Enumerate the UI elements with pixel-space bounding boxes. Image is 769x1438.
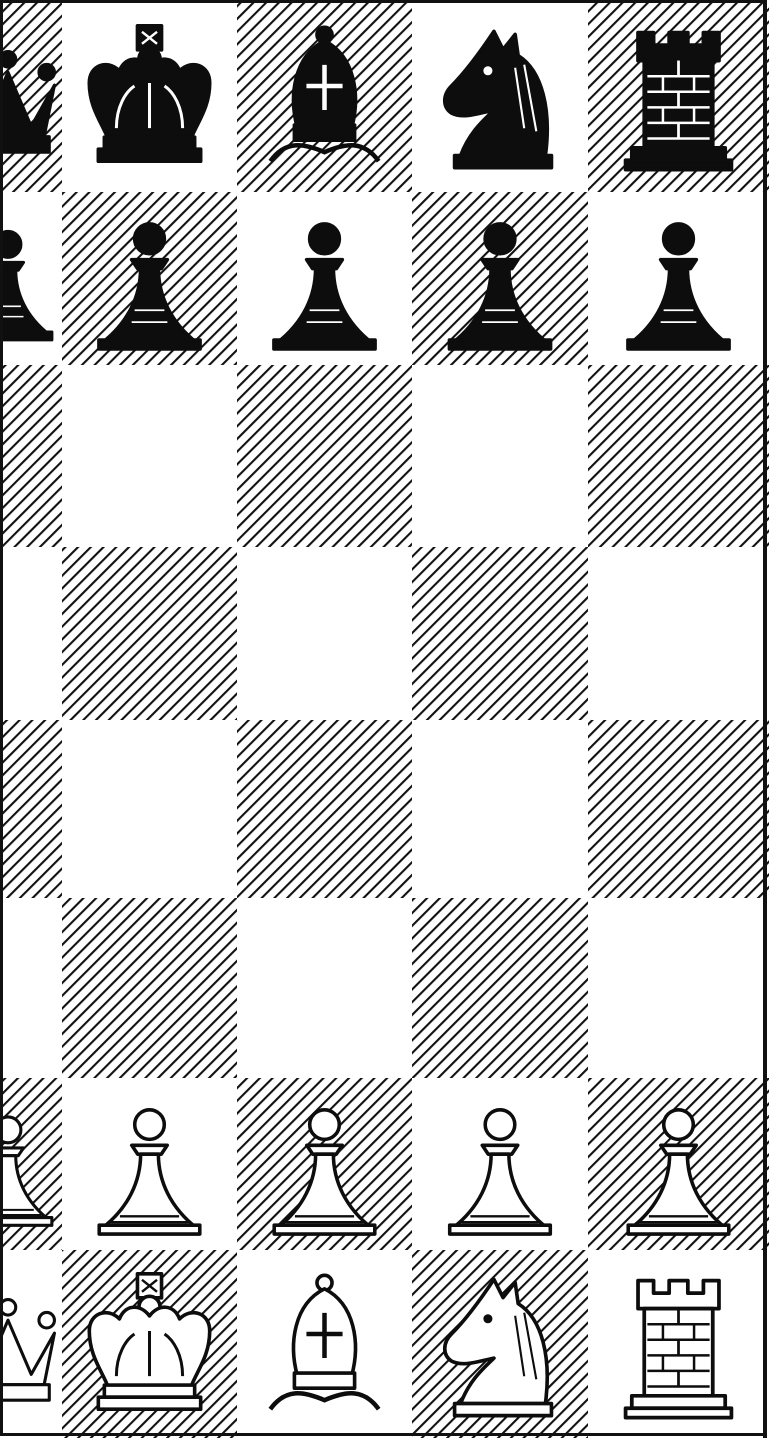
light-square[interactable] [0, 1250, 62, 1438]
dark-square[interactable] [0, 720, 62, 898]
dark-square[interactable] [588, 720, 769, 898]
dark-square[interactable] [237, 365, 412, 547]
light-square[interactable] [0, 898, 62, 1078]
dark-square[interactable] [412, 547, 588, 720]
light-square[interactable] [62, 1078, 237, 1250]
dark-square[interactable] [62, 898, 237, 1078]
light-square[interactable] [412, 720, 588, 898]
dark-square[interactable] [412, 898, 588, 1078]
light-square[interactable] [237, 898, 412, 1078]
light-square[interactable] [62, 0, 237, 192]
light-square[interactable] [0, 547, 62, 720]
dark-square[interactable] [412, 1250, 588, 1438]
dark-square[interactable] [237, 0, 412, 192]
light-square[interactable] [62, 365, 237, 547]
light-square[interactable] [0, 192, 62, 365]
light-square[interactable] [62, 720, 237, 898]
dark-square[interactable] [588, 1078, 769, 1250]
light-square[interactable] [237, 192, 412, 365]
dark-square[interactable] [62, 1250, 237, 1438]
dark-square[interactable] [237, 720, 412, 898]
dark-square[interactable] [237, 1078, 412, 1250]
dark-square[interactable] [62, 192, 237, 365]
light-square[interactable] [588, 1250, 769, 1438]
light-square[interactable] [588, 547, 769, 720]
light-square[interactable] [237, 1250, 412, 1438]
dark-square[interactable] [588, 0, 769, 192]
light-square[interactable] [588, 898, 769, 1078]
dark-square[interactable] [62, 547, 237, 720]
dark-square[interactable] [0, 0, 62, 192]
light-square[interactable] [412, 365, 588, 547]
dark-square[interactable] [0, 365, 62, 547]
light-square[interactable] [588, 192, 769, 365]
light-square[interactable] [412, 1078, 588, 1250]
dark-square[interactable] [412, 192, 588, 365]
dark-square[interactable] [0, 1078, 62, 1250]
dark-square[interactable] [588, 365, 769, 547]
light-square[interactable] [237, 547, 412, 720]
light-square[interactable] [412, 0, 588, 192]
